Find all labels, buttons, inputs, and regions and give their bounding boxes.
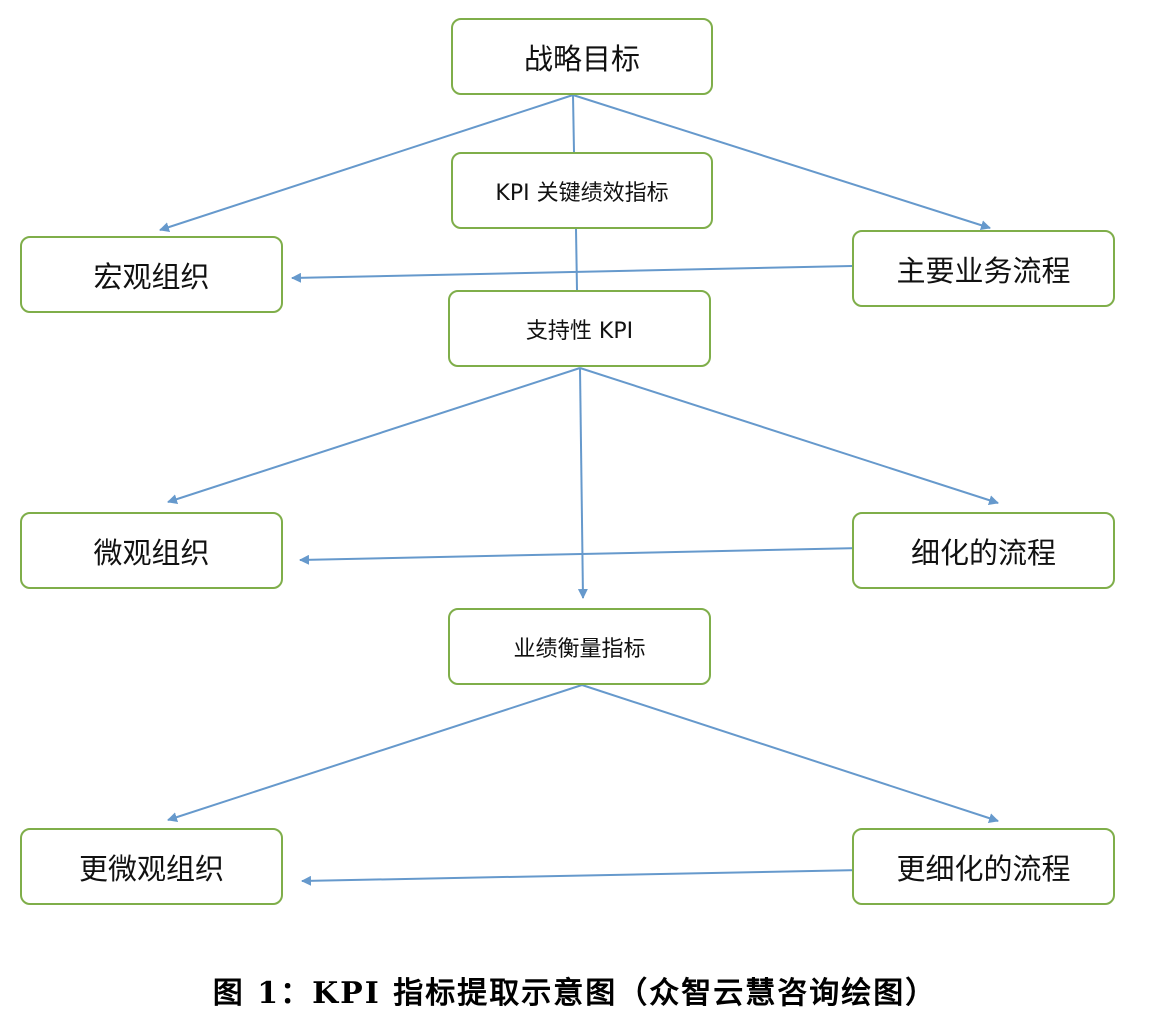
- node-macro-org-label: 宏观组织: [93, 259, 210, 294]
- edge-measure-to-more-micro-org: [167, 684, 583, 822]
- node-strategic-goal: 战略目标: [451, 18, 713, 95]
- node-main-process: 主要业务流程: [852, 230, 1115, 307]
- node-measure-label: 业绩衡量指标: [513, 636, 646, 662]
- node-strategic-goal-label: 战略目标: [523, 41, 640, 76]
- edge-goal-to-macro-org: [159, 94, 574, 232]
- node-support-kpi: 支持性 KPI: [448, 290, 711, 367]
- edge-measure-to-more-detail-process: [581, 684, 999, 823]
- node-micro-org-label: 微观组织: [93, 535, 210, 570]
- edge-more-detail-process-to-more-micro-org: [301, 869, 863, 886]
- node-support-kpi-label: 支持性 KPI: [525, 318, 634, 344]
- node-main-process-label: 主要业务流程: [896, 253, 1071, 288]
- edge-detail-process-to-micro-org: [299, 547, 863, 565]
- node-more-micro-org-label: 更微观组织: [78, 851, 224, 886]
- node-more-detail-process: 更细化的流程: [852, 828, 1115, 905]
- node-measure: 业绩衡量指标: [448, 608, 711, 685]
- node-kpi-label: KPI 关键绩效指标: [495, 180, 669, 206]
- edge-goal-to-kpi: [572, 94, 575, 153]
- edge-support-kpi-to-measure: [577, 367, 588, 599]
- edge-support-kpi-to-detail-process: [579, 367, 999, 505]
- node-micro-org: 微观组织: [20, 512, 283, 589]
- node-detail-process-label: 细化的流程: [910, 535, 1056, 570]
- node-kpi: KPI 关键绩效指标: [451, 152, 713, 229]
- edge-support-kpi-to-micro-org: [167, 367, 581, 504]
- edge-kpi-to-support-kpi: [575, 228, 578, 291]
- node-more-micro-org: 更微观组织: [20, 828, 283, 905]
- figure-caption: 图 1：KPI 指标提取示意图（众智云慧咨询绘图）: [212, 976, 938, 1011]
- node-macro-org: 宏观组织: [20, 236, 283, 313]
- node-more-detail-process-label: 更细化的流程: [896, 851, 1071, 886]
- edge-goal-to-main-process: [572, 94, 991, 231]
- node-detail-process: 细化的流程: [852, 512, 1115, 589]
- edge-main-process-to-macro-org: [291, 265, 853, 283]
